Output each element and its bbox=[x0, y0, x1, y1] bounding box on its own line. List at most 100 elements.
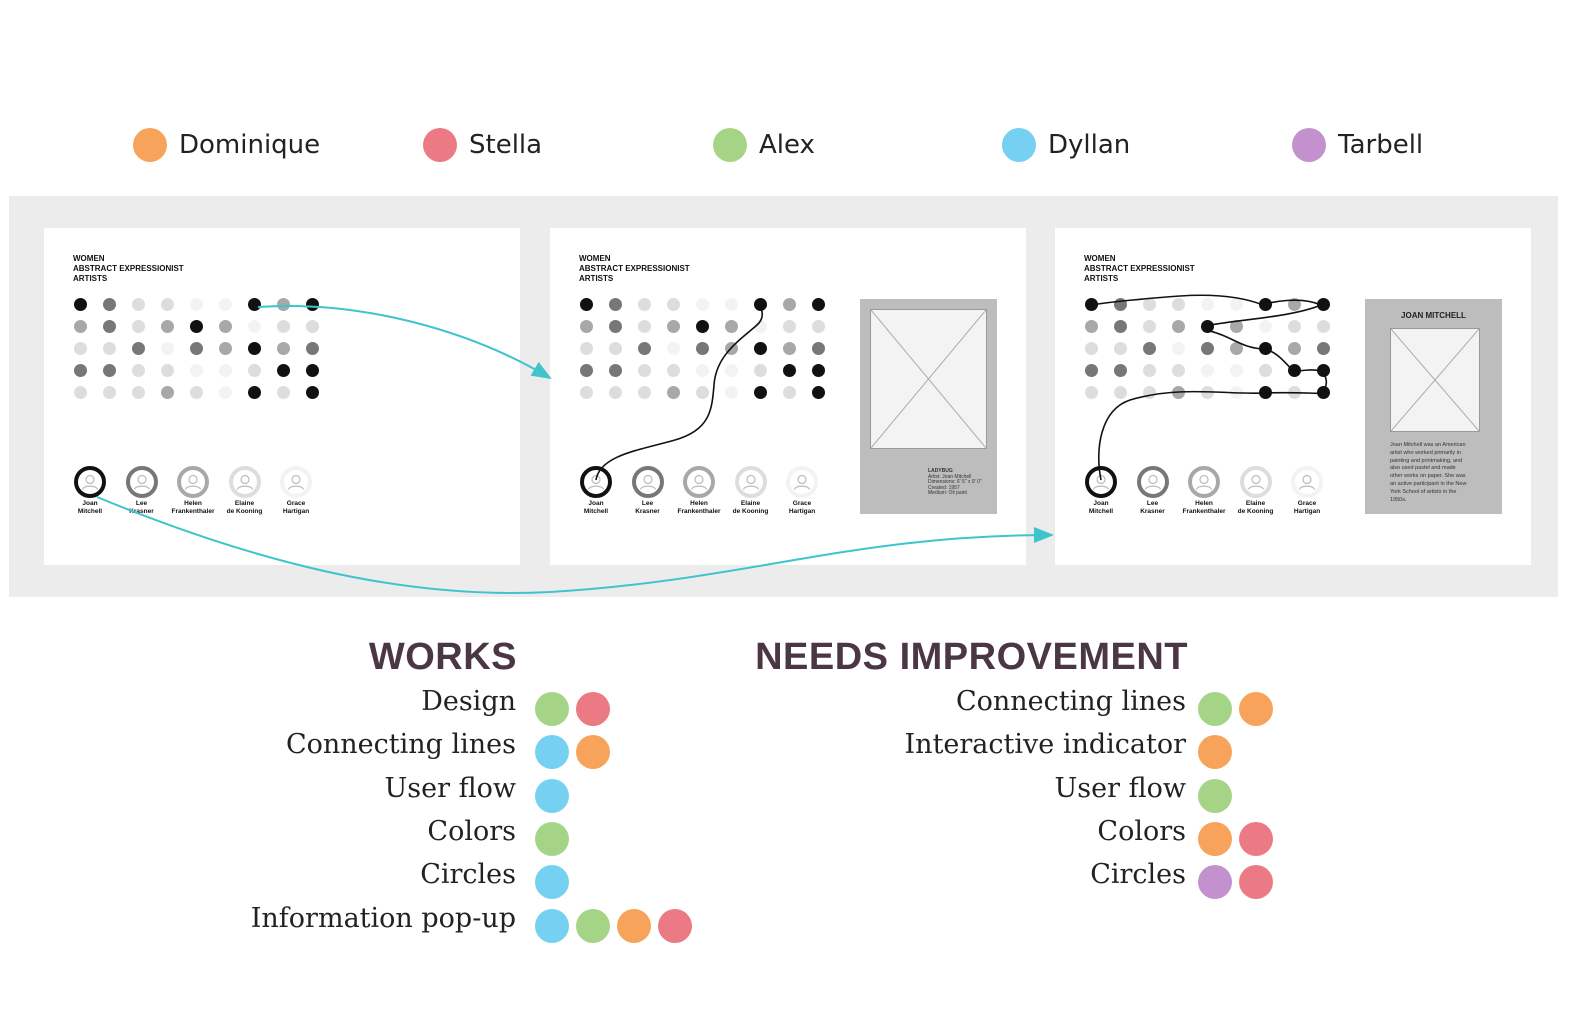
grid-dot[interactable] bbox=[190, 386, 203, 399]
artist-avatar[interactable] bbox=[1136, 466, 1169, 498]
artist-avatar[interactable] bbox=[228, 466, 261, 498]
grid-dot[interactable] bbox=[132, 386, 145, 399]
grid-dot[interactable] bbox=[219, 342, 232, 355]
grid-dot[interactable] bbox=[103, 386, 116, 399]
grid-dot[interactable] bbox=[277, 342, 290, 355]
grid-dot[interactable] bbox=[783, 364, 796, 377]
grid-dot[interactable] bbox=[219, 386, 232, 399]
grid-dot[interactable] bbox=[103, 364, 116, 377]
grid-dot[interactable] bbox=[812, 320, 825, 333]
grid-dot[interactable] bbox=[74, 342, 87, 355]
grid-dot[interactable] bbox=[161, 320, 174, 333]
artist-avatar[interactable] bbox=[1291, 466, 1323, 498]
grid-dot[interactable] bbox=[1288, 298, 1301, 311]
grid-dot[interactable] bbox=[580, 298, 593, 311]
grid-dot[interactable] bbox=[754, 386, 767, 399]
grid-dot[interactable] bbox=[132, 320, 145, 333]
grid-dot[interactable] bbox=[783, 320, 796, 333]
artist-avatar[interactable] bbox=[1085, 466, 1117, 498]
grid-dot[interactable] bbox=[277, 386, 290, 399]
artist-avatar[interactable] bbox=[631, 466, 664, 498]
grid-dot[interactable] bbox=[725, 298, 738, 311]
grid-dot[interactable] bbox=[161, 298, 174, 311]
grid-dot[interactable] bbox=[1114, 342, 1127, 355]
grid-dot[interactable] bbox=[609, 364, 622, 377]
grid-dot[interactable] bbox=[783, 298, 796, 311]
grid-dot[interactable] bbox=[812, 298, 825, 311]
grid-dot[interactable] bbox=[103, 320, 116, 333]
artist-avatar[interactable] bbox=[125, 466, 158, 498]
grid-dot[interactable] bbox=[1143, 320, 1156, 333]
grid-dot[interactable] bbox=[1085, 364, 1098, 377]
grid-dot[interactable] bbox=[306, 320, 319, 333]
grid-dot[interactable] bbox=[1259, 342, 1272, 355]
grid-dot[interactable] bbox=[1230, 364, 1243, 377]
grid-dot[interactable] bbox=[219, 298, 232, 311]
grid-dot[interactable] bbox=[248, 298, 261, 311]
grid-dot[interactable] bbox=[1288, 342, 1301, 355]
grid-dot[interactable] bbox=[74, 386, 87, 399]
grid-dot[interactable] bbox=[161, 386, 174, 399]
grid-dot[interactable] bbox=[1143, 298, 1156, 311]
grid-dot[interactable] bbox=[1259, 364, 1272, 377]
grid-dot[interactable] bbox=[161, 364, 174, 377]
grid-dot[interactable] bbox=[1317, 364, 1330, 377]
grid-dot[interactable] bbox=[667, 386, 680, 399]
grid-dot[interactable] bbox=[696, 342, 709, 355]
grid-dot[interactable] bbox=[1085, 342, 1098, 355]
grid-dot[interactable] bbox=[580, 386, 593, 399]
grid-dot[interactable] bbox=[1230, 320, 1243, 333]
grid-dot[interactable] bbox=[1317, 386, 1330, 399]
grid-dot[interactable] bbox=[74, 320, 87, 333]
grid-dot[interactable] bbox=[219, 364, 232, 377]
grid-dot[interactable] bbox=[1201, 342, 1214, 355]
grid-dot[interactable] bbox=[667, 364, 680, 377]
grid-dot[interactable] bbox=[609, 342, 622, 355]
grid-dot[interactable] bbox=[248, 386, 261, 399]
grid-dot[interactable] bbox=[248, 320, 261, 333]
grid-dot[interactable] bbox=[161, 342, 174, 355]
grid-dot[interactable] bbox=[725, 320, 738, 333]
grid-dot[interactable] bbox=[783, 342, 796, 355]
grid-dot[interactable] bbox=[1172, 342, 1185, 355]
grid-dot[interactable] bbox=[696, 364, 709, 377]
grid-dot[interactable] bbox=[754, 320, 767, 333]
grid-dot[interactable] bbox=[783, 386, 796, 399]
artist-avatar[interactable] bbox=[280, 466, 312, 498]
artist-avatar[interactable] bbox=[786, 466, 818, 498]
grid-dot[interactable] bbox=[1230, 298, 1243, 311]
grid-dot[interactable] bbox=[306, 364, 319, 377]
grid-dot[interactable] bbox=[696, 298, 709, 311]
grid-dot[interactable] bbox=[696, 320, 709, 333]
artist-avatar[interactable] bbox=[1239, 466, 1272, 498]
grid-dot[interactable] bbox=[580, 364, 593, 377]
grid-dot[interactable] bbox=[1172, 364, 1185, 377]
grid-dot[interactable] bbox=[1201, 320, 1214, 333]
grid-dot[interactable] bbox=[1085, 386, 1098, 399]
grid-dot[interactable] bbox=[306, 386, 319, 399]
grid-dot[interactable] bbox=[638, 298, 651, 311]
grid-dot[interactable] bbox=[1201, 364, 1214, 377]
grid-dot[interactable] bbox=[1114, 386, 1127, 399]
grid-dot[interactable] bbox=[277, 298, 290, 311]
grid-dot[interactable] bbox=[754, 298, 767, 311]
grid-dot[interactable] bbox=[190, 342, 203, 355]
grid-dot[interactable] bbox=[277, 320, 290, 333]
grid-dot[interactable] bbox=[725, 364, 738, 377]
grid-dot[interactable] bbox=[1172, 320, 1185, 333]
grid-dot[interactable] bbox=[190, 298, 203, 311]
grid-dot[interactable] bbox=[248, 364, 261, 377]
grid-dot[interactable] bbox=[609, 298, 622, 311]
grid-dot[interactable] bbox=[190, 320, 203, 333]
grid-dot[interactable] bbox=[580, 320, 593, 333]
grid-dot[interactable] bbox=[1143, 364, 1156, 377]
grid-dot[interactable] bbox=[667, 342, 680, 355]
grid-dot[interactable] bbox=[1230, 342, 1243, 355]
grid-dot[interactable] bbox=[306, 342, 319, 355]
grid-dot[interactable] bbox=[1317, 320, 1330, 333]
grid-dot[interactable] bbox=[638, 386, 651, 399]
grid-dot[interactable] bbox=[609, 320, 622, 333]
grid-dot[interactable] bbox=[74, 364, 87, 377]
grid-dot[interactable] bbox=[754, 342, 767, 355]
grid-dot[interactable] bbox=[667, 320, 680, 333]
